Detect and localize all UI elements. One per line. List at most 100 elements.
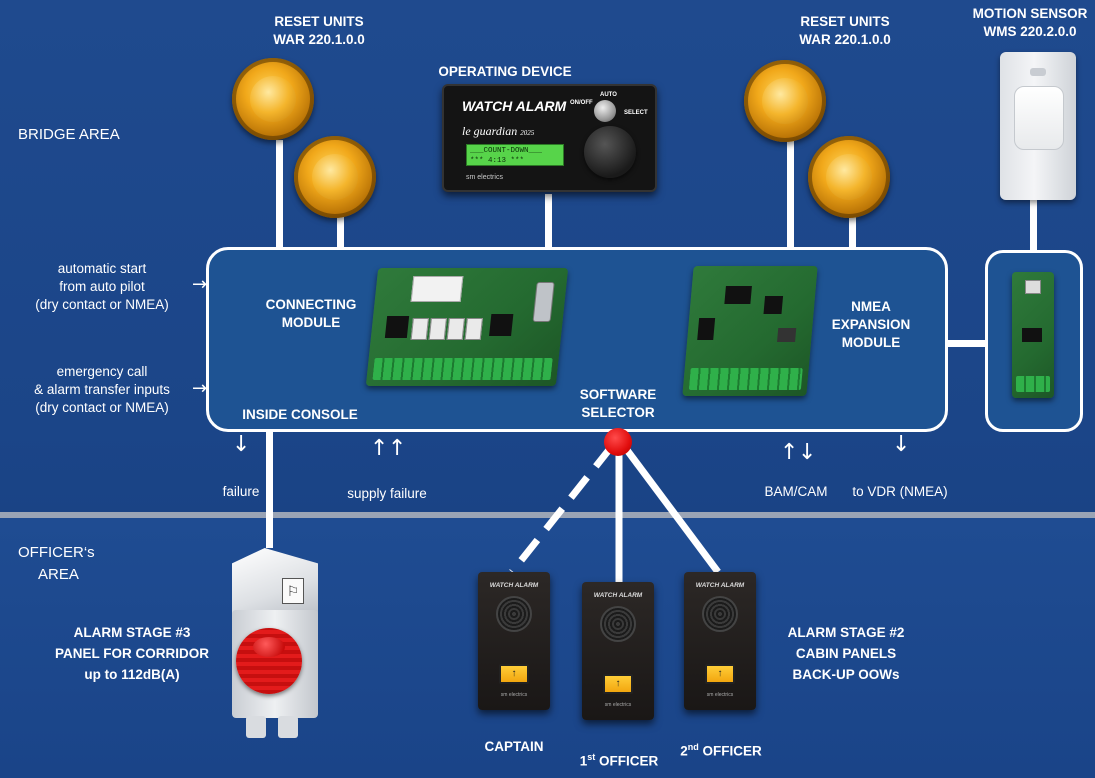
speaker-icon bbox=[496, 596, 532, 632]
second-officer-label: 2nd OFFICER bbox=[680, 742, 762, 759]
reset-unit-lamp-2 bbox=[294, 136, 376, 218]
operating-device-lcd: ___COUNT-DOWN___ *** 4:13 *** bbox=[466, 144, 564, 166]
auto-start-arrow-icon: → bbox=[192, 274, 208, 295]
panel-title: WATCH ALARM bbox=[695, 582, 745, 589]
select-label: SELECT bbox=[624, 110, 648, 116]
auto-start-line-3: (dry contact or NMEA) bbox=[35, 297, 169, 312]
software-selector-label-1: SOFTWARE bbox=[579, 387, 657, 402]
emergency-line-1: emergency call bbox=[56, 364, 148, 379]
alarm-stage-3-line-1: ALARM STAGE #3 bbox=[73, 625, 191, 640]
operating-device-manufacturer: sm electrics bbox=[466, 174, 503, 181]
bam-cam-label: BAM/CAM bbox=[764, 484, 828, 499]
sensor-interface-board bbox=[1012, 272, 1054, 398]
panel-brand: sm electrics bbox=[604, 702, 632, 708]
key-switch-icon[interactable] bbox=[594, 100, 616, 122]
auto-start-line-1: automatic start bbox=[57, 261, 147, 276]
acknowledge-button[interactable]: ↑ bbox=[603, 674, 633, 694]
alarm-stage-2-line-1: ALARM STAGE #2 bbox=[787, 625, 905, 640]
line-operating-device bbox=[545, 194, 552, 247]
line-reset-left-1 bbox=[276, 140, 283, 247]
operating-device: WATCH ALARM le guardian 2025 ___COUNT-DO… bbox=[442, 84, 657, 192]
person-exit-icon: ⚐ bbox=[282, 578, 304, 604]
emergency-line-3: (dry contact or NMEA) bbox=[35, 400, 169, 415]
reset-unit-lamp-3 bbox=[744, 60, 826, 142]
alarm-stage-2-line-3: BACK-UP OOWs bbox=[792, 667, 900, 682]
motion-sensor-device bbox=[1000, 52, 1076, 200]
line-motion-sensor bbox=[1030, 200, 1037, 250]
nmea-module-label-2: EXPANSION bbox=[831, 317, 911, 332]
bam-cam-arrow-up-icon: ↑ bbox=[780, 440, 799, 465]
reset-units-right-model: WAR 220.1.0.0 bbox=[799, 32, 891, 47]
line-reset-left-2 bbox=[337, 206, 344, 247]
motion-sensor-model: WMS 220.2.0.0 bbox=[983, 24, 1077, 39]
lcd-line-1: ___COUNT-DOWN___ bbox=[470, 147, 543, 155]
line-corridor-panel bbox=[266, 432, 273, 548]
supply-failure-label: supply failure bbox=[347, 486, 427, 501]
operating-device-title: OPERATING DEVICE bbox=[438, 64, 572, 79]
operating-device-screen-title: WATCH ALARM bbox=[462, 98, 567, 114]
cabin-panel-second-officer: WATCH ALARM ↑ sm electrics bbox=[684, 572, 756, 710]
line-reset-right-1 bbox=[787, 118, 794, 247]
lcd-line-2: *** 4:13 *** bbox=[470, 157, 525, 165]
emergency-arrow-icon: → bbox=[192, 378, 208, 399]
line-sensor-link bbox=[948, 340, 985, 347]
officers-area-label-line2: AREA bbox=[38, 566, 79, 583]
corridor-panel-top bbox=[232, 548, 318, 618]
line-reset-right-2 bbox=[849, 206, 856, 247]
nmea-expansion-module-board bbox=[682, 266, 818, 396]
area-divider bbox=[0, 512, 1095, 518]
bam-cam-arrow-down-icon: ↓ bbox=[798, 440, 817, 465]
cabin-panel-first-officer: WATCH ALARM ↑ sm electrics bbox=[582, 582, 654, 720]
officers-area-label-line1: OFFICER‘s bbox=[18, 544, 95, 561]
motion-sensor-title: MOTION SENSOR bbox=[972, 6, 1088, 21]
cable-gland-icon-1 bbox=[246, 716, 266, 738]
line-captain-dashed bbox=[509, 443, 615, 575]
captain-label: CAPTAIN bbox=[484, 739, 544, 754]
auto-label: AUTO bbox=[600, 92, 617, 98]
supply-failure-arrow-up-icon-1: ↑ bbox=[370, 436, 389, 461]
acknowledge-button[interactable]: ↑ bbox=[499, 664, 529, 684]
auto-start-line-2: from auto pilot bbox=[59, 279, 145, 294]
failure-label: failure bbox=[222, 484, 260, 499]
reset-unit-lamp-4 bbox=[808, 136, 890, 218]
software-selector-dot bbox=[604, 428, 632, 456]
panel-title: WATCH ALARM bbox=[489, 582, 539, 589]
line-second-officer bbox=[621, 443, 721, 575]
console-box bbox=[206, 247, 948, 432]
supply-failure-arrow-up-icon-2: ↑ bbox=[388, 436, 407, 461]
connecting-module-label-2: MODULE bbox=[281, 315, 341, 330]
operating-device-brand-line: le guardian 2025 bbox=[462, 124, 535, 138]
acknowledge-button[interactable]: ↑ bbox=[705, 664, 735, 684]
onoff-label: ON/OFF bbox=[570, 100, 593, 106]
bridge-area-label: BRIDGE AREA bbox=[18, 126, 120, 143]
connecting-module-board bbox=[365, 268, 569, 386]
cabin-panel-captain: WATCH ALARM ↑ sm electrics bbox=[478, 572, 550, 710]
vdr-arrow-down-icon: ↓ bbox=[892, 432, 911, 457]
alarm-stage-3-line-3: up to 112dB(A) bbox=[84, 667, 180, 682]
alarm-stage-2-line-2: CABIN PANELS bbox=[795, 646, 897, 661]
failure-arrow-down-icon: ↓ bbox=[232, 432, 251, 457]
to-vdr-label: to VDR (NMEA) bbox=[852, 484, 948, 499]
siren-icon bbox=[236, 628, 302, 694]
panel-brand: sm electrics bbox=[706, 692, 734, 698]
reset-units-left-model: WAR 220.1.0.0 bbox=[273, 32, 365, 47]
panel-title: WATCH ALARM bbox=[593, 592, 643, 599]
selector-knob-icon[interactable] bbox=[584, 126, 636, 178]
speaker-icon bbox=[600, 606, 636, 642]
reset-units-right-title: RESET UNITS bbox=[800, 14, 890, 29]
reset-unit-lamp-1 bbox=[232, 58, 314, 140]
alarm-stage-3-line-2: PANEL FOR CORRIDOR bbox=[54, 646, 209, 661]
panel-brand: sm electrics bbox=[500, 692, 528, 698]
software-selector-label-2: SELECTOR bbox=[581, 405, 655, 420]
cable-gland-icon-2 bbox=[278, 716, 298, 738]
first-officer-label: 1st OFFICER bbox=[579, 752, 659, 769]
inside-console-label: INSIDE CONSOLE bbox=[242, 407, 358, 422]
emergency-line-2: & alarm transfer inputs bbox=[34, 382, 170, 397]
nmea-module-label-3: MODULE bbox=[841, 335, 901, 350]
corridor-alarm-panel: ⚐ bbox=[232, 548, 318, 738]
speaker-icon bbox=[702, 596, 738, 632]
reset-units-left-title: RESET UNITS bbox=[274, 14, 364, 29]
connecting-module-label-1: CONNECTING bbox=[265, 297, 357, 312]
nmea-module-label-1: NMEA bbox=[851, 299, 891, 314]
